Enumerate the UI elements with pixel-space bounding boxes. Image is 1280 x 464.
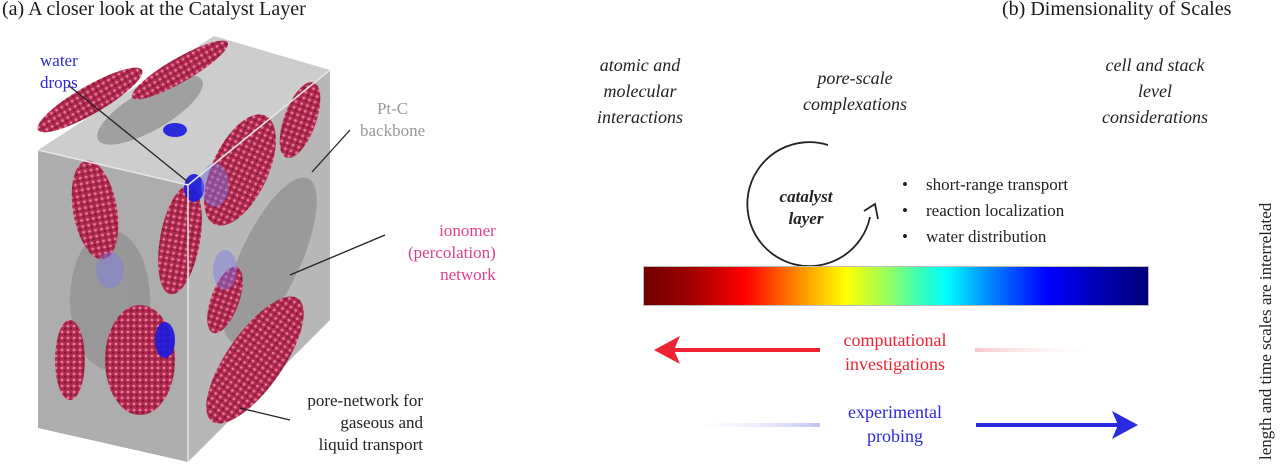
label-water-drops: water drops [40, 51, 78, 92]
scale-atomic: atomic and molecular interactions [597, 55, 683, 127]
bullet-item: reaction localization [902, 198, 1068, 224]
bullet-item: short-range transport [902, 172, 1068, 198]
experimental-arrow-right-icon [680, 411, 1138, 439]
catalyst-layer-3d-render [37, 36, 386, 462]
scale-cell-stack: cell and stack level considerations [1102, 55, 1208, 127]
label-pore-network: pore-network for gaseous and liquid tran… [307, 391, 423, 454]
scale-arrows [654, 336, 1138, 439]
bullet-item: water distribution [902, 224, 1068, 250]
side-note-vertical: length and time scales are interrelated [1256, 202, 1275, 460]
panel-a-title: (a) A closer look at the Catalyst Layer [2, 0, 306, 20]
panel-b-title: (b) Dimensionality of Scales [1002, 0, 1232, 20]
label-ionomer-network: ionomer (percolation) network [408, 221, 496, 284]
computational-arrow-left-icon [654, 336, 1105, 364]
experimental-label: experimental probing [848, 402, 942, 446]
computational-label: computational investigations [843, 330, 947, 374]
scale-colorbar [643, 266, 1149, 306]
scale-pore: pore-scale complexations [803, 68, 907, 114]
cycle-arrow-icon [746, 141, 879, 268]
bullet-list: short-range transport reaction localizat… [902, 172, 1068, 250]
label-ptc-backbone: Pt-C backbone [360, 99, 426, 140]
catalyst-layer-label: catalyst layer [779, 187, 833, 228]
